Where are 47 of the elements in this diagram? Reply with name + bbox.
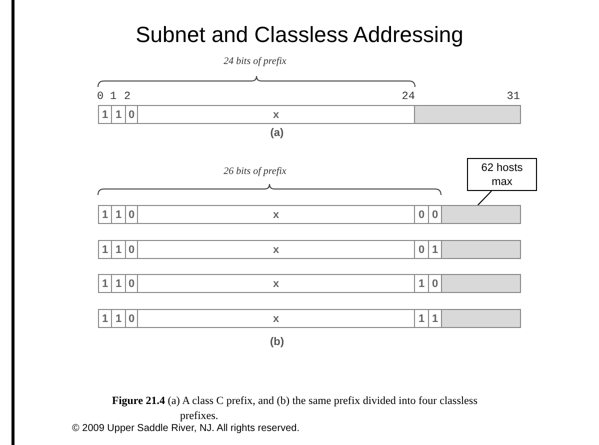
bit-position: 31	[506, 91, 520, 103]
brace-label: 26 bits of prefix	[222, 166, 288, 177]
callout-box: 62 hosts max	[467, 158, 537, 191]
bit-position: 2	[124, 91, 131, 103]
figure-caption: Figure 21.4 (a) A class C prefix, and (b) the same prefix divided into four classless prefixes.	[112, 394, 478, 424]
bit-value: 1	[98, 205, 112, 224]
bit-value: 1	[98, 309, 112, 328]
panel-label: (b)	[268, 336, 286, 348]
bit-value: 1	[111, 309, 126, 328]
host-field	[441, 240, 521, 259]
bit-value: 1	[111, 240, 126, 259]
bit-value: 1	[414, 274, 429, 293]
leader-line	[476, 190, 492, 206]
prefix-field: x	[137, 240, 415, 259]
bit-value: 0	[125, 309, 138, 328]
bit-position: 24	[402, 91, 415, 103]
bit-value: 0	[414, 240, 429, 259]
bit-value: 0	[125, 105, 138, 124]
host-field	[441, 309, 521, 328]
host-field	[441, 205, 521, 224]
bit-position: 0	[97, 91, 104, 103]
bit-value: 1	[111, 105, 126, 124]
bit-value: 1	[98, 274, 112, 293]
host-field	[414, 105, 521, 124]
panel-label: (a)	[269, 127, 285, 139]
bit-value: 1	[111, 274, 126, 293]
slide-title: Subnet and Classless Addressing	[134, 22, 464, 49]
bit-value: 0	[414, 205, 429, 224]
bit-value: 1	[98, 240, 112, 259]
prefix-field: x	[137, 309, 415, 328]
bit-value: 1	[98, 105, 112, 124]
prefix-field: x	[137, 274, 415, 293]
bit-value: 0	[428, 274, 442, 293]
prefix-field: x	[137, 205, 415, 224]
bit-value: 0	[125, 274, 138, 293]
bit-position: 1	[110, 91, 117, 103]
bit-value: 1	[111, 205, 126, 224]
prefix-field: x	[137, 105, 415, 124]
copyright-notice: © 2009 Upper Saddle River, NJ. All rights reserved.	[72, 423, 300, 434]
bit-value: 1	[414, 309, 429, 328]
bit-value: 1	[428, 240, 442, 259]
bit-value: 0	[428, 205, 442, 224]
host-field	[441, 274, 521, 293]
bit-value: 0	[125, 240, 138, 259]
bit-value: 1	[428, 309, 442, 328]
bit-value: 0	[125, 205, 138, 224]
brace-label: 24 bits of prefix	[222, 56, 288, 67]
